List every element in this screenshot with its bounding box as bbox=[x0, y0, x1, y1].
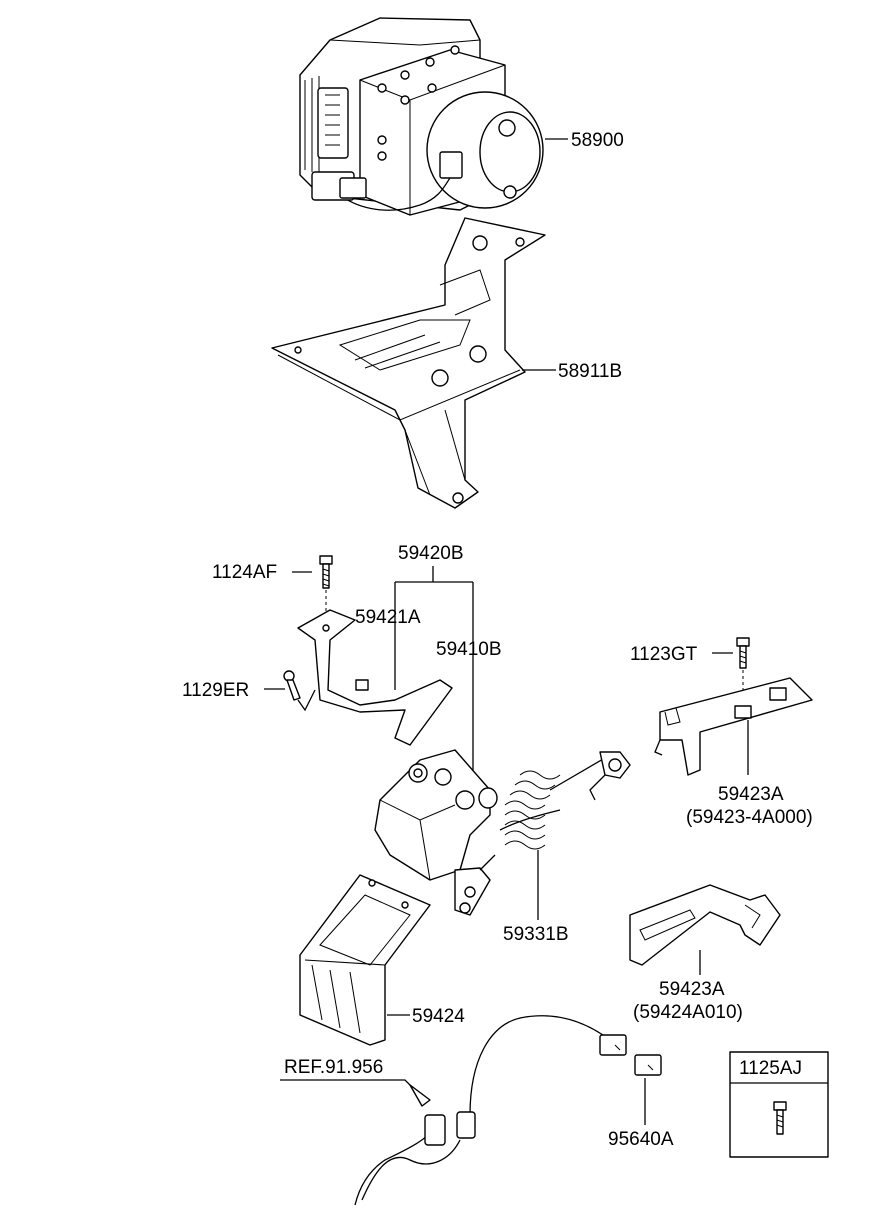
label-59331B: 59331B bbox=[503, 924, 569, 945]
label-59421A: 59421A bbox=[355, 607, 421, 628]
label-59424: 59424 bbox=[412, 1006, 465, 1027]
label-58911B: 58911B bbox=[558, 361, 622, 382]
label-95640A: 95640A bbox=[608, 1129, 674, 1150]
abs-unit-drawing bbox=[299, 17, 544, 216]
sensor-body-drawing bbox=[374, 749, 498, 916]
spring-link-drawing bbox=[499, 751, 631, 850]
label-1124AF: 1124AF bbox=[212, 562, 277, 583]
harness-drawing bbox=[354, 1015, 662, 1206]
bolt-1129ER-drawing bbox=[283, 670, 301, 701]
bolt-1125AJ-box bbox=[729, 1051, 829, 1158]
label-59420B: 59420B bbox=[398, 543, 464, 564]
label-59423A-lower: 59423A bbox=[659, 979, 725, 1000]
sensor-bracket-drawing bbox=[297, 609, 453, 746]
label-1125AJ: 1125AJ bbox=[739, 1058, 802, 1079]
label-59410B: 59410B bbox=[436, 639, 502, 660]
label-59423A-upper: 59423A bbox=[718, 784, 784, 805]
label-1123GT: 1123GT bbox=[630, 644, 698, 665]
label-ref-91-956: REF.91.956 bbox=[284, 1057, 383, 1078]
bottom-bracket-drawing bbox=[299, 874, 431, 1046]
label-59423-4A000: (59423-4A000) bbox=[686, 807, 813, 828]
lower-right-bracket-drawing bbox=[629, 884, 781, 966]
label-59424A010: (59424A010) bbox=[633, 1002, 743, 1023]
label-58900: 58900 bbox=[571, 130, 624, 151]
right-bracket-drawing bbox=[654, 677, 813, 776]
label-1129ER: 1129ER bbox=[182, 680, 249, 701]
main-bracket-drawing bbox=[271, 217, 546, 509]
bolt-1124AF-drawing bbox=[319, 555, 333, 630]
